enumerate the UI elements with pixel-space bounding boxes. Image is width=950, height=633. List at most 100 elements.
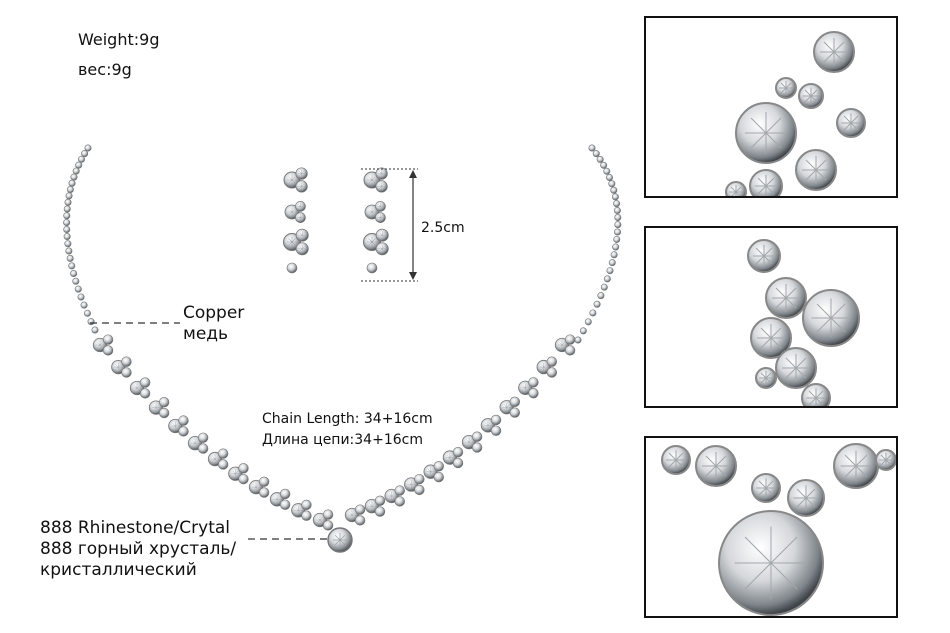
facet-lines bbox=[666, 450, 686, 470]
cluster-stone bbox=[433, 471, 444, 483]
facet-lines bbox=[483, 421, 492, 430]
cluster-stone bbox=[217, 459, 229, 470]
chain-stone bbox=[614, 214, 622, 222]
stone-label-ru-1: 888 горный хрусталь/ bbox=[40, 539, 237, 559]
cluster-stone bbox=[414, 473, 425, 485]
chain-stone bbox=[68, 262, 76, 270]
facet-lines bbox=[802, 156, 830, 184]
facet-lines bbox=[210, 455, 220, 464]
chain-stone bbox=[605, 173, 613, 181]
facet-lines bbox=[287, 175, 297, 185]
facet-lines bbox=[772, 284, 800, 312]
chain-stone bbox=[65, 247, 73, 255]
chain-stone bbox=[63, 205, 71, 213]
cluster-stone bbox=[394, 496, 405, 507]
cluster-stone bbox=[490, 414, 502, 426]
cluster-stone bbox=[217, 448, 229, 459]
facet-lines bbox=[806, 388, 826, 406]
cluster-stone bbox=[546, 367, 557, 378]
earrings bbox=[282, 167, 389, 274]
stone-label-ru-2: кристаллический bbox=[40, 560, 197, 580]
chain-stone bbox=[83, 309, 91, 317]
facet-lines bbox=[539, 363, 548, 372]
facet-lines bbox=[231, 469, 240, 478]
chain-stone bbox=[81, 150, 89, 158]
facet-lines bbox=[294, 506, 303, 515]
chain-stone bbox=[68, 179, 76, 187]
chain-stone bbox=[606, 267, 614, 275]
facet-lines bbox=[347, 510, 357, 520]
chain-stone bbox=[592, 150, 600, 158]
facet-lines bbox=[367, 175, 377, 185]
facet-lines bbox=[841, 113, 861, 133]
cluster-stone bbox=[471, 431, 483, 442]
chain-stone bbox=[77, 293, 85, 301]
chain-stone bbox=[64, 240, 72, 248]
earring-drop bbox=[366, 262, 378, 274]
chain-stone bbox=[63, 226, 71, 234]
chain-stone bbox=[613, 228, 621, 236]
cluster-stone bbox=[452, 447, 464, 458]
cluster-stone bbox=[258, 487, 270, 498]
facet-lines bbox=[297, 214, 304, 221]
facet-lines bbox=[779, 81, 793, 95]
cluster-stone bbox=[471, 442, 483, 453]
facet-lines bbox=[378, 245, 386, 253]
facet-lines bbox=[426, 467, 435, 476]
chain-stone bbox=[596, 155, 604, 163]
cluster-stone bbox=[546, 356, 557, 367]
cluster-stone bbox=[354, 515, 366, 526]
facet-lines bbox=[171, 421, 180, 431]
facet-lines bbox=[366, 236, 378, 248]
facet-lines bbox=[151, 403, 161, 412]
facet-lines bbox=[557, 340, 567, 350]
facet-lines bbox=[297, 203, 304, 210]
earring-dimension-marker bbox=[361, 168, 418, 282]
chain-stone bbox=[66, 186, 74, 194]
facet-lines bbox=[387, 491, 396, 501]
earring-drop bbox=[286, 262, 298, 274]
facet-lines bbox=[287, 207, 297, 217]
cluster-stone bbox=[121, 356, 132, 367]
cluster-stone bbox=[564, 345, 576, 356]
cluster-stone bbox=[258, 476, 270, 487]
facet-lines bbox=[734, 526, 808, 600]
cluster-stone bbox=[158, 407, 170, 419]
cluster-stone bbox=[139, 388, 151, 399]
cluster-stone bbox=[279, 488, 291, 500]
chain-stone bbox=[65, 192, 73, 200]
chain-stone bbox=[574, 336, 582, 344]
chain-stone bbox=[91, 326, 99, 334]
chain-stone bbox=[74, 285, 82, 293]
facet-lines bbox=[332, 532, 348, 548]
facet-lines bbox=[377, 203, 384, 210]
necklace-chain bbox=[63, 144, 622, 553]
facet-lines bbox=[315, 515, 325, 525]
facet-lines bbox=[377, 214, 384, 221]
cluster-stone bbox=[279, 499, 291, 510]
facet-lines bbox=[782, 354, 810, 382]
chain-stone bbox=[84, 144, 92, 152]
facet-lines bbox=[729, 185, 743, 196]
cluster-stone bbox=[102, 334, 114, 345]
facet-lines bbox=[272, 495, 282, 504]
chain-stone bbox=[613, 206, 621, 214]
cluster-stone bbox=[158, 397, 170, 408]
chain-stone bbox=[603, 167, 611, 175]
facet-lines bbox=[793, 485, 819, 511]
facet-lines bbox=[286, 236, 298, 248]
facet-lines bbox=[378, 182, 386, 190]
chain-stone bbox=[614, 221, 622, 229]
chain-stone bbox=[593, 300, 601, 308]
chain-stone bbox=[610, 186, 618, 194]
chain-length-label-en: Chain Length: 34+16cm bbox=[262, 411, 433, 427]
facet-lines bbox=[298, 170, 306, 178]
cluster-stone bbox=[374, 506, 386, 517]
facet-lines bbox=[702, 452, 730, 480]
chain-stone bbox=[610, 251, 618, 259]
facet-lines bbox=[298, 245, 306, 253]
chain-stone bbox=[75, 161, 83, 169]
facet-lines bbox=[820, 38, 848, 66]
cluster-stone bbox=[528, 388, 539, 399]
facet-lines bbox=[114, 363, 123, 372]
